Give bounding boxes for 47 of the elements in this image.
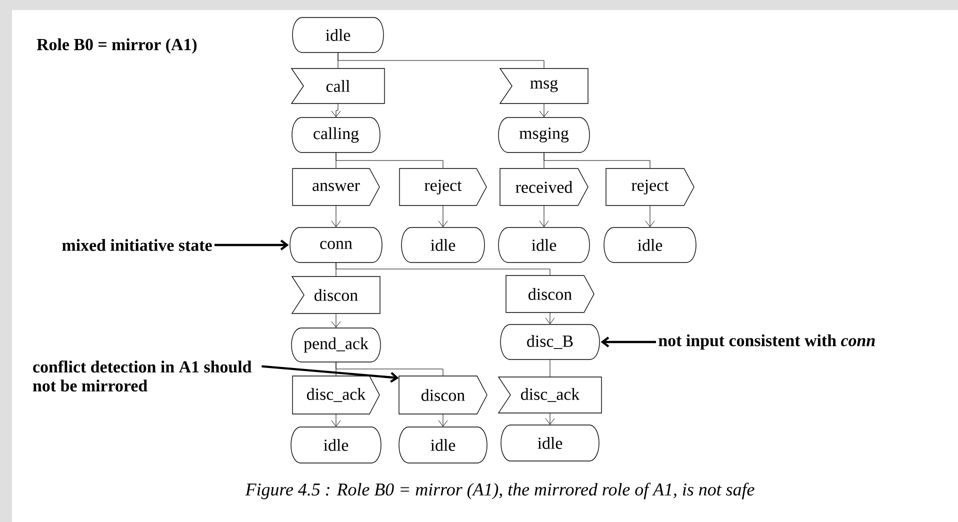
state-box: pend_ack <box>291 328 381 362</box>
output-signal-box: received <box>500 168 588 206</box>
output-signal-box: reject <box>606 168 694 206</box>
output-signal-box: reject <box>399 168 487 206</box>
connector-line <box>336 262 550 276</box>
annotation-text: conflict detection in A1 should not be mirrored <box>32 360 252 392</box>
caption: Figure 4.5 : Role B0 = mirror (A1), the mirrored role of A1, is not safe <box>245 482 754 500</box>
arrow <box>545 312 555 324</box>
connector-line <box>338 52 544 69</box>
arrow <box>545 412 555 425</box>
arrow <box>331 205 341 228</box>
arrow <box>539 103 549 118</box>
input-signal-box: disc_ack <box>498 376 602 414</box>
output-signal-box: discon <box>398 376 488 414</box>
annotation-text: not input consistent with conn <box>658 334 875 350</box>
arrow <box>438 414 448 427</box>
state-box: idle <box>604 227 696 263</box>
annotation-text: mixed initiative state <box>62 239 212 251</box>
state-box: idle <box>292 17 384 53</box>
arrow <box>331 313 341 328</box>
output-signal-box: discon <box>506 275 594 313</box>
state-box: idle <box>401 227 485 263</box>
connector-line <box>544 152 650 169</box>
annotation-arrow <box>600 336 656 348</box>
arrow <box>645 205 655 228</box>
state-box: idle <box>500 424 600 462</box>
title: Role B0 = mirror (A1) <box>36 38 197 54</box>
arrow <box>438 205 448 228</box>
output-signal-box: answer <box>292 168 380 206</box>
arrow <box>539 205 549 228</box>
output-signal-box: disc_ack <box>292 376 380 414</box>
input-signal-box: discon <box>291 276 380 314</box>
state-box: idle <box>290 426 382 464</box>
state-box: msging <box>498 117 590 153</box>
annotation-arrow <box>262 365 399 383</box>
connector-line <box>336 152 444 169</box>
state-box: idle <box>398 426 488 464</box>
annotation-arrow <box>214 240 289 250</box>
state-box: disc_B <box>500 324 600 360</box>
arrow <box>331 414 341 427</box>
input-signal-box: msg <box>499 68 588 104</box>
state-box: calling <box>292 117 380 153</box>
arrow <box>331 103 341 118</box>
state-box: idle <box>498 227 590 263</box>
input-signal-box: call <box>290 68 385 104</box>
state-box: conn <box>290 227 382 263</box>
connector-line <box>336 362 444 376</box>
